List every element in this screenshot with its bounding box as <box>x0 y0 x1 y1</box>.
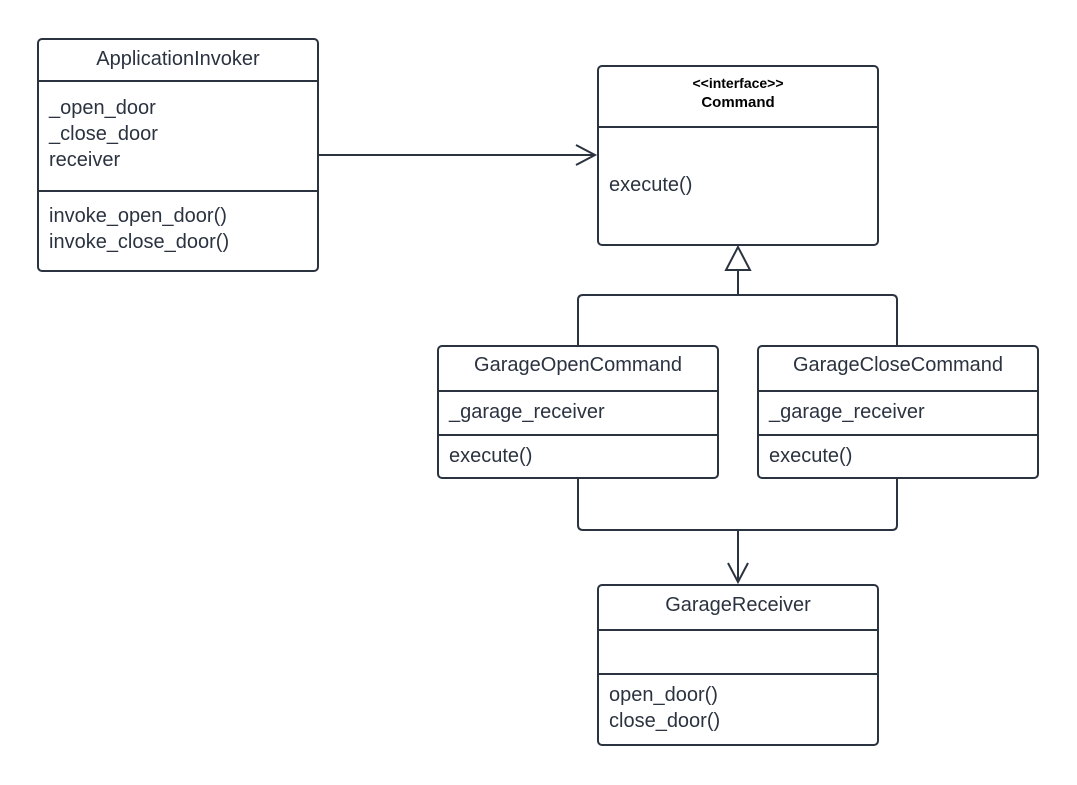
class-garage-close-command[interactable]: GarageCloseCommand _garage_receiver exec… <box>757 345 1039 479</box>
method: execute() <box>449 445 533 467</box>
open-command-receiver-line <box>577 478 738 531</box>
attribute: _open_door <box>49 97 156 119</box>
class-name: Command <box>701 94 775 111</box>
method: invoke_open_door() <box>49 205 227 227</box>
class-garage-receiver[interactable]: GarageReceiver open_door() close_door() <box>597 584 879 746</box>
class-application-invoker[interactable]: ApplicationInvoker _open_door _close_doo… <box>37 38 319 272</box>
methods-section: execute() <box>759 434 1037 477</box>
attribute: _close_door <box>49 123 158 145</box>
stereotype-label: <<interface>> <box>692 75 784 91</box>
method: execute() <box>609 174 693 196</box>
class-name: GarageOpenCommand <box>474 354 682 376</box>
attributes-section: _open_door _close_door receiver <box>39 80 317 191</box>
class-header: ApplicationInvoker <box>39 40 317 80</box>
method: execute() <box>769 445 853 467</box>
methods-section: execute() <box>599 126 877 244</box>
class-name: GarageReceiver <box>665 594 811 616</box>
close-command-realization-line <box>738 294 898 346</box>
attribute: _garage_receiver <box>769 401 925 423</box>
realization-triangle <box>724 244 752 271</box>
close-command-receiver-line <box>738 478 898 531</box>
method: invoke_close_door() <box>49 231 230 253</box>
attributes-section: _garage_receiver <box>759 390 1037 435</box>
attribute: _garage_receiver <box>449 401 605 423</box>
class-command-interface[interactable]: <<interface>> Command execute() <box>597 65 879 246</box>
class-name: ApplicationInvoker <box>96 48 260 70</box>
class-header: <<interface>> Command <box>599 67 877 127</box>
methods-section: execute() <box>439 434 717 477</box>
class-garage-open-command[interactable]: GarageOpenCommand _garage_receiver execu… <box>437 345 719 479</box>
methods-section: open_door() close_door() <box>599 673 877 744</box>
attributes-section: _garage_receiver <box>439 390 717 435</box>
methods-section: invoke_open_door() invoke_close_door() <box>39 190 317 270</box>
method: open_door() <box>609 684 718 706</box>
association-arrowhead <box>575 144 598 166</box>
open-command-realization-line <box>577 294 738 346</box>
class-name: GarageCloseCommand <box>792 354 1004 376</box>
method: close_door() <box>609 710 721 732</box>
attributes-section <box>599 629 877 674</box>
attribute: receiver <box>49 149 121 171</box>
class-header: GarageOpenCommand <box>439 347 717 390</box>
class-header: GarageCloseCommand <box>759 347 1037 390</box>
class-header: GarageReceiver <box>599 586 877 629</box>
receiver-arrowhead <box>727 562 749 585</box>
